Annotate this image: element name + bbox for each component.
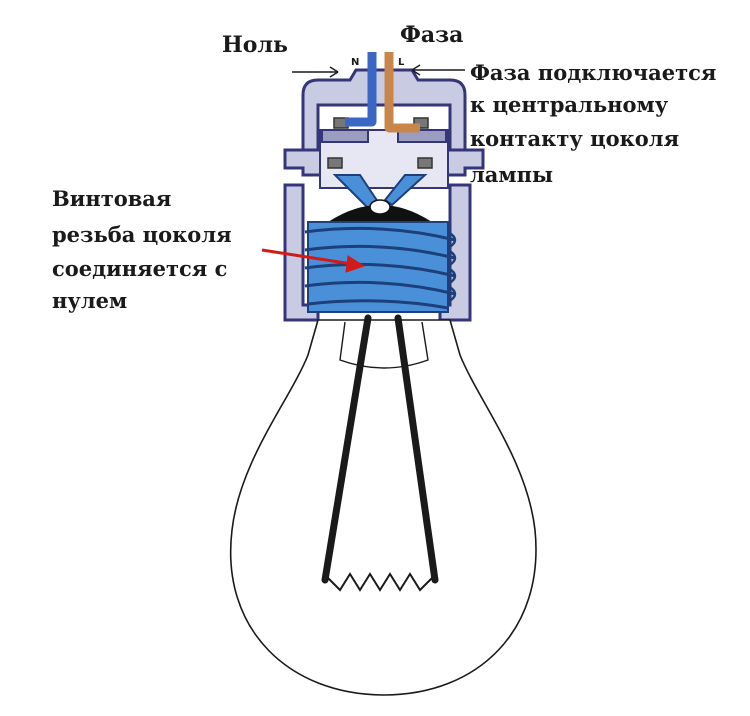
screw-right: [413, 117, 429, 129]
labels: Ноль Фаза Фаза подключается к центрально…: [52, 22, 716, 313]
thread-ridge-2: [304, 244, 456, 260]
thread-ridge-5: [307, 299, 449, 310]
phase-label: Фаза: [400, 22, 463, 48]
lead-wire-right: [394, 314, 439, 584]
neutral-arrowhead: [329, 66, 339, 78]
filament: [327, 572, 433, 592]
phase-note-line4: лампы: [470, 162, 553, 187]
screw-right-lower: [417, 157, 433, 169]
phase-note-line3: контакту цоколя: [470, 126, 679, 151]
phase-note-line1: Фаза подключается: [470, 60, 716, 85]
thread-bumps-right: [447, 230, 457, 304]
thread-note-line3: соединяется с: [52, 256, 227, 281]
contact-bar-left: [321, 129, 369, 143]
thread-note-line4: нулем: [52, 288, 127, 313]
glass-stem: [339, 321, 429, 369]
spring-contact-right: [383, 174, 428, 207]
socket-housing: [283, 68, 485, 322]
thread-ridge-3: [304, 262, 456, 278]
screw-left-lower: [327, 157, 343, 169]
center-contact-tip: [369, 199, 391, 215]
thread-arrow: [261, 248, 353, 266]
thread-ridge-1: [304, 226, 456, 242]
thread-note-line1: Винтовая: [52, 186, 171, 211]
glass-bulb: [229, 314, 537, 696]
wire-n-label: N: [351, 57, 359, 68]
neutral-wire: [345, 52, 377, 127]
lamp-base: [304, 199, 457, 313]
lead-wire-left: [321, 314, 372, 584]
phase-note-arrowhead: [411, 64, 421, 76]
bulb-outline: [229, 319, 537, 696]
neutral-label: Ноль: [222, 32, 288, 58]
phase-wire: [384, 52, 420, 133]
thread-note-line2: резьба цоколя: [52, 222, 232, 247]
contact-bar-right: [397, 129, 447, 143]
wires: N L: [345, 52, 420, 133]
thread-ridge-4: [304, 280, 456, 296]
thread-arrowhead: [345, 255, 366, 273]
pointer-arrows: [261, 64, 465, 273]
wire-l-label: L: [398, 57, 405, 68]
phase-note-line2: к центральному: [470, 92, 669, 117]
